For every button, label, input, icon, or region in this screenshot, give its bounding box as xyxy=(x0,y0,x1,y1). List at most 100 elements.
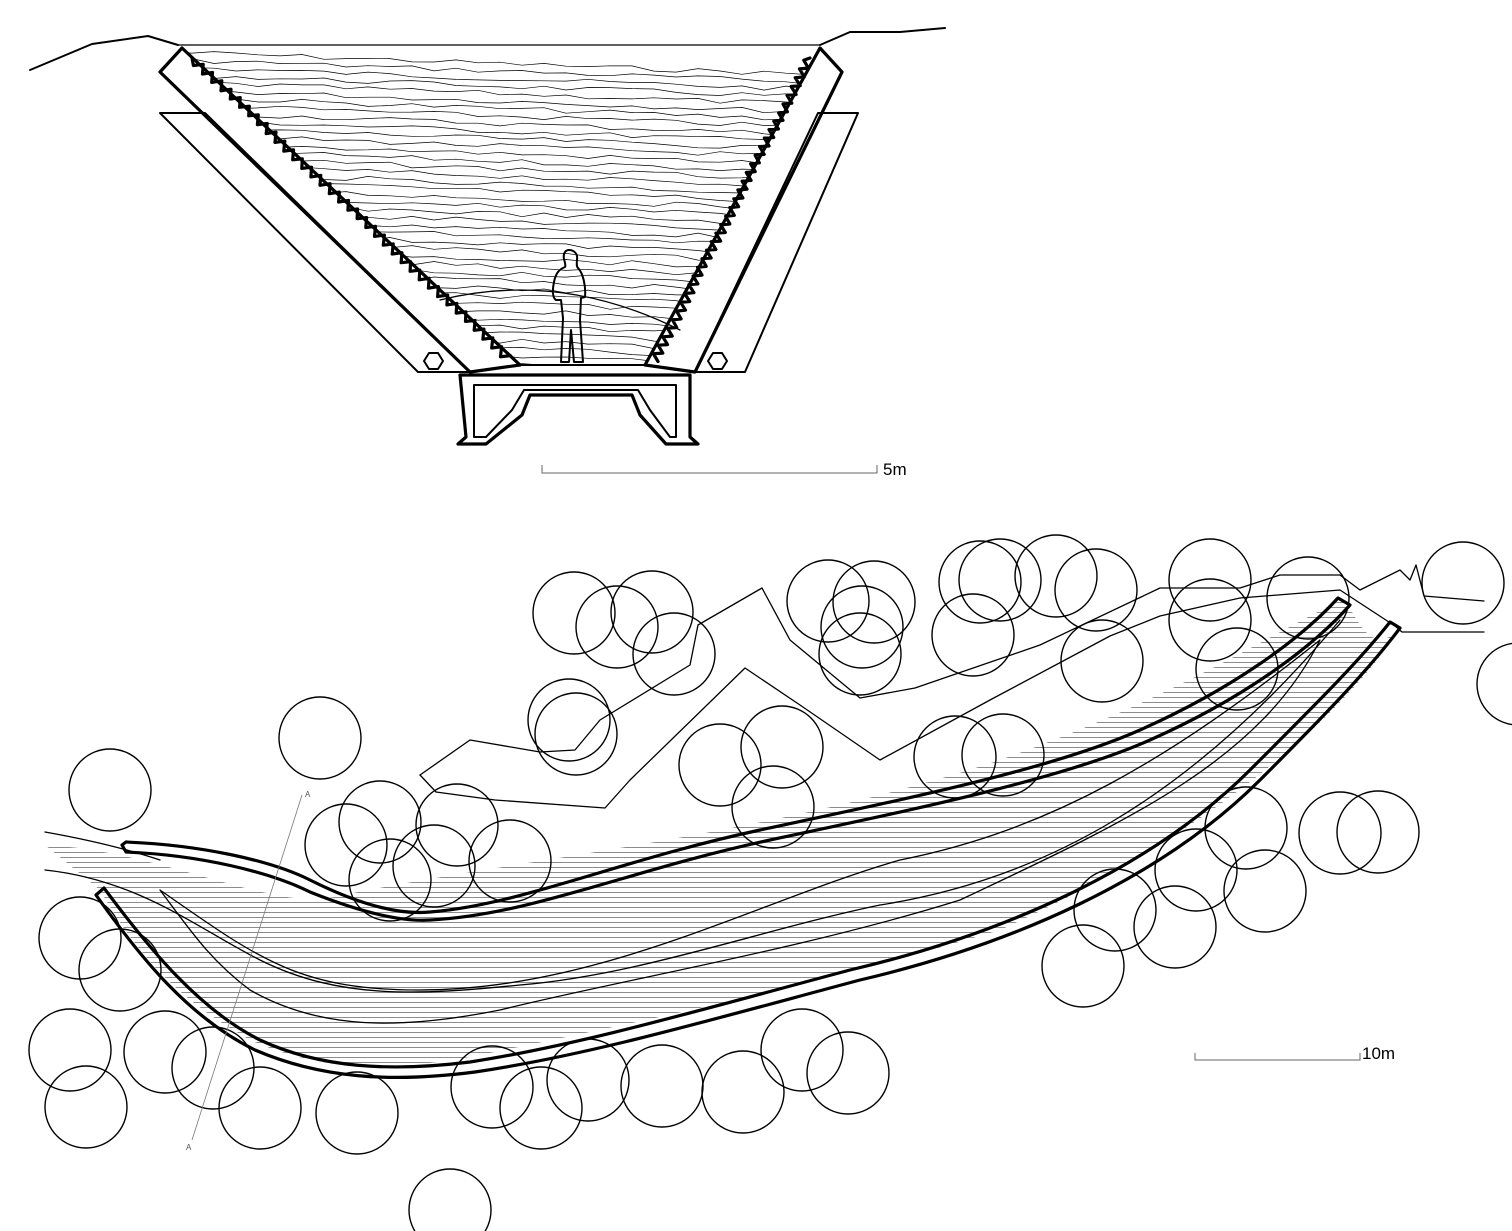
tree-canopy xyxy=(701,1050,785,1134)
right-drain-pipe-icon xyxy=(707,352,728,370)
tree-canopy xyxy=(171,1026,255,1110)
tree-canopy xyxy=(338,780,422,864)
rock-strata xyxy=(178,51,820,365)
tree-canopy xyxy=(468,819,552,903)
strata-line xyxy=(178,245,820,271)
strata-line xyxy=(178,89,820,114)
path-edge-upper xyxy=(159,639,1321,1024)
tree-canopy xyxy=(408,1168,492,1231)
tree-canopy xyxy=(575,585,659,669)
tree-canopy xyxy=(1041,924,1125,1008)
tree-canopy xyxy=(913,715,997,799)
ground-line-right xyxy=(819,27,946,46)
strata-line xyxy=(178,125,820,153)
tree-canopy xyxy=(760,1008,844,1092)
strata-line xyxy=(178,305,820,332)
tree-canopy xyxy=(499,1066,583,1150)
tree-canopy xyxy=(740,705,824,789)
foundation-channel xyxy=(456,373,700,446)
tree-canopy xyxy=(1168,538,1252,622)
right-outer-panel xyxy=(694,112,859,373)
tree-canopy xyxy=(1476,642,1512,726)
cavity-back-arc xyxy=(439,289,681,331)
ground-line-left xyxy=(29,35,179,71)
tree-canopy xyxy=(1195,627,1279,711)
left-rock-face xyxy=(190,56,512,359)
tree-canopy xyxy=(818,612,902,696)
tree-canopy xyxy=(1054,548,1138,632)
strata-line xyxy=(178,312,820,339)
tree-canopy xyxy=(786,559,870,643)
upper-canyon-wall xyxy=(120,596,1352,922)
strata-line xyxy=(178,72,820,98)
tree-canopy xyxy=(961,713,1045,797)
tree-canopy xyxy=(1266,556,1350,640)
tree-canopy xyxy=(1073,868,1157,952)
plan-scale-label: 10m xyxy=(1362,1044,1395,1063)
strata-line xyxy=(178,79,820,104)
plan-view: A A 10m xyxy=(28,534,1512,1231)
tree-canopies xyxy=(28,534,1512,1231)
section-cut-line xyxy=(191,794,303,1141)
canyon-floor-hatch xyxy=(45,598,1395,1067)
tree-canopy xyxy=(315,1071,399,1155)
tree-canopy xyxy=(1421,541,1505,625)
tree-canopy xyxy=(632,612,716,696)
plan-scale-bar xyxy=(1194,1053,1361,1061)
tree-canopy xyxy=(28,1008,112,1092)
tree-canopy xyxy=(348,838,432,922)
tree-canopy xyxy=(958,538,1042,622)
left-drain-pipe-icon xyxy=(423,352,444,370)
tree-canopy xyxy=(1336,790,1420,874)
strata-line xyxy=(178,237,820,263)
right-rock-face xyxy=(651,56,812,364)
tree-canopy xyxy=(806,1031,890,1115)
tree-canopy xyxy=(1298,791,1382,875)
tree-canopy xyxy=(534,692,618,776)
strata-line xyxy=(178,221,820,249)
tree-canopy xyxy=(620,1044,704,1128)
section-scale-bar xyxy=(541,465,878,474)
tree-canopy xyxy=(415,783,499,867)
tree-canopy xyxy=(532,571,616,655)
tree-canopy xyxy=(68,748,152,832)
section-scale-label: 5m xyxy=(883,460,907,479)
strata-line xyxy=(178,58,820,85)
terrain-outline-south xyxy=(419,589,1485,809)
tree-canopy xyxy=(931,593,1015,677)
strata-line xyxy=(178,66,820,91)
lower-canyon-wall xyxy=(94,620,1402,1080)
tree-canopy xyxy=(78,928,162,1012)
tree-canopy xyxy=(820,585,904,669)
section-marker-top: A xyxy=(305,790,311,799)
strata-line xyxy=(178,298,820,325)
tree-canopy xyxy=(304,803,388,887)
tree-canopy xyxy=(546,1038,630,1122)
terrain-outline-west xyxy=(44,831,161,861)
tree-canopy xyxy=(610,570,694,654)
tree-canopy xyxy=(44,1065,128,1149)
strata-line xyxy=(178,118,820,144)
tree-canopy xyxy=(938,540,1022,624)
section-marker-bottom: A xyxy=(186,1143,192,1152)
tree-canopy xyxy=(1060,619,1144,703)
tree-canopy xyxy=(731,765,815,849)
person-silhouette-icon xyxy=(551,249,587,363)
tree-canopy xyxy=(832,560,916,644)
tree-canopy xyxy=(1014,534,1098,618)
strata-line xyxy=(178,231,820,255)
section-view: 5m xyxy=(29,27,946,479)
strata-line xyxy=(178,111,820,137)
tree-canopy xyxy=(450,1045,534,1129)
terrain-outline-north xyxy=(419,564,1485,776)
strata-line xyxy=(178,260,820,286)
tree-canopy xyxy=(392,824,476,908)
path-edge-mid xyxy=(44,619,1341,993)
tree-canopy xyxy=(1204,786,1288,870)
tree-canopy xyxy=(1223,849,1307,933)
tree-canopy xyxy=(1168,578,1252,662)
tree-canopy xyxy=(38,896,122,980)
strata-line xyxy=(178,51,820,77)
tree-canopy xyxy=(678,723,762,807)
